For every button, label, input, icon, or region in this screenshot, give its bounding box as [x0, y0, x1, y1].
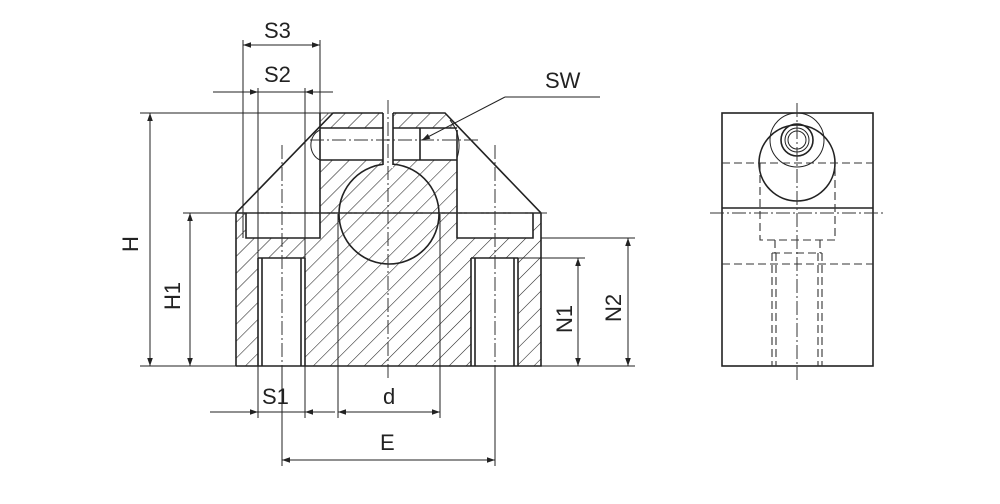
dim-label-s2: S2: [264, 62, 291, 87]
dim-label-n2: N2: [601, 294, 626, 322]
side-view: [710, 103, 884, 380]
dim-label-sw: SW: [545, 68, 581, 93]
dim-label-s1: S1: [262, 384, 289, 409]
dim-label-d: d: [383, 384, 395, 409]
dim-label-e: E: [380, 430, 395, 455]
dim-label-s3: S3: [264, 18, 291, 43]
dimensions: S3 S2 SW H H1 N1 N2 S1 d E: [118, 18, 635, 466]
dim-label-h1: H1: [160, 282, 185, 310]
front-view-section: [225, 100, 548, 380]
dim-label-n1: N1: [552, 305, 577, 333]
dim-label-h: H: [118, 236, 143, 252]
